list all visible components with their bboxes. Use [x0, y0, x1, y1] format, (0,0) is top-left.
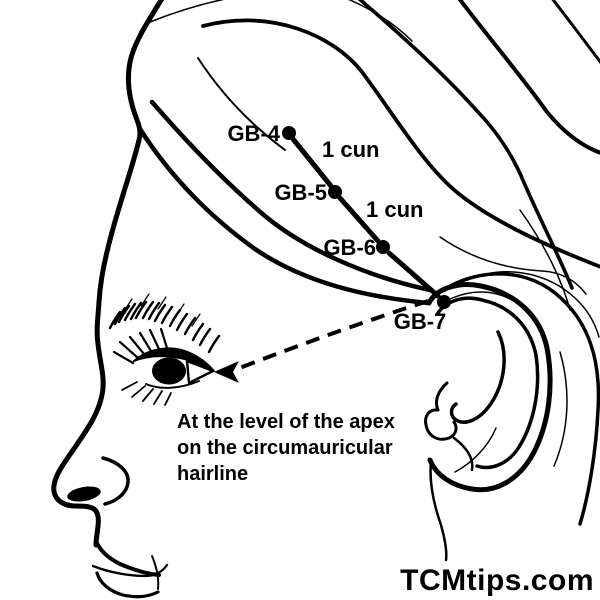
hairline-curve — [149, 99, 433, 293]
outer-helix — [426, 282, 553, 493]
dashed-pointer-line — [236, 299, 429, 371]
annotation-line-1: At the level of the apex — [177, 411, 395, 433]
face-profile — [51, 0, 169, 599]
gb4-point-marker — [282, 126, 296, 140]
gb6-label: GB-6 — [323, 235, 376, 260]
hair-strand — [551, 0, 600, 65]
face-outline — [51, 0, 165, 548]
eyebrow-hatching — [108, 300, 221, 354]
iris — [152, 357, 186, 385]
nose — [67, 456, 130, 506]
pointer-arrow — [214, 299, 429, 383]
watermark: TCMtips.com — [400, 564, 594, 597]
eye — [112, 327, 215, 406]
hairline-curve — [137, 126, 431, 306]
mouth-line — [91, 563, 169, 578]
upper-lip — [94, 539, 161, 577]
hair-strands — [137, 0, 600, 526]
annotation-line-2: on the circumauricular — [177, 437, 393, 459]
annotation-line-3: hairline — [177, 463, 248, 485]
gb7-label: GB-7 — [394, 309, 447, 334]
hair-strand — [461, 271, 600, 338]
hair-strand — [439, 236, 587, 295]
lower-eyelid — [145, 380, 200, 389]
arrowhead-icon — [214, 361, 239, 383]
hair-strand — [457, 0, 600, 155]
upper-lashes — [112, 327, 169, 365]
annotation-text: At the level of the apex on the circumau… — [177, 411, 395, 485]
hair-strand — [553, 351, 568, 467]
gb7-point-marker — [437, 295, 451, 309]
connector-gb5-gb6 — [337, 195, 381, 244]
nostril — [67, 486, 101, 502]
lobe-accent — [454, 427, 497, 473]
nostril-wing — [101, 456, 130, 506]
hair-strand — [149, 0, 225, 23]
cun-label-2: 1 cun — [366, 197, 423, 222]
gb5-point-marker — [328, 185, 342, 199]
labels: GB-4 GB-5 GB-6 GB-7 1 cun 1 cun At the l… — [177, 121, 594, 597]
antihelix — [449, 330, 506, 424]
mouth — [91, 539, 169, 599]
mouth-corner — [151, 555, 160, 590]
eye-corner — [185, 359, 215, 385]
acupoint-chain — [282, 126, 451, 309]
connector-gb6-gb7 — [386, 250, 441, 299]
gb4-label: GB-4 — [227, 121, 280, 146]
lower-lip — [95, 571, 160, 599]
hair-strand — [201, 18, 600, 269]
gb6-point-marker — [376, 240, 390, 254]
hair-strand — [357, 0, 574, 290]
tragus — [424, 408, 458, 441]
connector-gb4-gb5 — [290, 136, 334, 189]
ear — [424, 282, 553, 562]
eyebrow — [108, 293, 221, 354]
helix-accent — [449, 291, 513, 301]
eyebrow-hatching-fine — [123, 293, 201, 327]
gb5-label: GB-5 — [274, 180, 327, 205]
hair-strand — [197, 57, 286, 151]
inner-helix — [436, 296, 540, 470]
lower-lashes — [121, 381, 172, 406]
hair-strand — [519, 209, 571, 311]
jaw-line — [429, 460, 448, 562]
cun-label-1: 1 cun — [322, 137, 379, 162]
antitragus — [452, 436, 474, 472]
tragus-notch — [434, 381, 449, 412]
hair-strand — [432, 272, 600, 526]
